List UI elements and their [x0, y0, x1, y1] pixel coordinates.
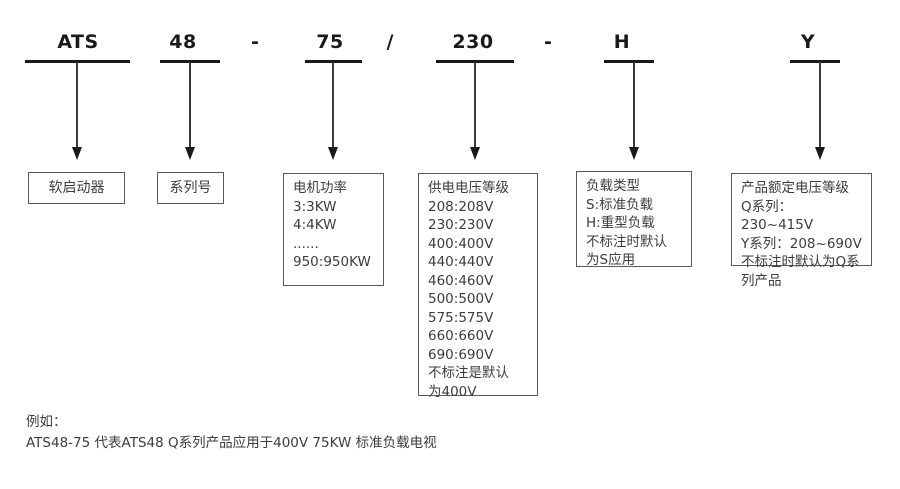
desc-series-number: 系列号 [157, 172, 224, 204]
leader-line-load-type [633, 62, 635, 149]
underline-48 [160, 60, 220, 63]
underline-ats [25, 60, 130, 63]
code-segment-230: 230 [452, 31, 494, 53]
leader-line-rated-voltage [819, 62, 821, 149]
underline-230 [436, 60, 514, 63]
desc-soft-starter: 软启动器 [28, 172, 125, 204]
separator-hyphen-1: - [251, 31, 259, 53]
code-segment-ats: ATS [57, 31, 99, 53]
code-segment-h: H [613, 31, 631, 53]
leader-line-supply-voltage [474, 62, 476, 149]
separator-hyphen-2: - [544, 31, 552, 53]
leader-line-series-number [189, 62, 191, 149]
arrow-down-icon-motor-power [327, 147, 338, 160]
underline-h [604, 60, 654, 63]
code-segment-y: Y [800, 31, 816, 53]
underline-75 [305, 60, 362, 63]
arrow-down-icon-rated-voltage [814, 147, 825, 160]
arrow-down-icon-supply-voltage [469, 147, 480, 160]
leader-line-motor-power [332, 62, 334, 149]
desc-supply-voltage: 供电电压等级 208:208V 230:230V 400:400V 440:44… [418, 173, 538, 400]
arrow-down-icon-series-number [184, 147, 195, 160]
example-note: 例如： ATS48-75 代表ATS48 Q系列产品应用于400V 75KW 标… [26, 414, 437, 451]
code-segment-75: 75 [316, 31, 344, 53]
desc-motor-power: 电机功率 3:3KW 4:4KW ...... 950:950KW [283, 173, 384, 286]
desc-rated-voltage: 产品额定电压等级 Q系列：230~415V Y系列：208~690V 不标注时默… [731, 173, 872, 289]
separator-slash: / [386, 31, 394, 53]
arrow-down-icon-load-type [628, 147, 639, 160]
desc-load-type: 负载类型 S:标准负载 H:重型负载 不标注时默认 为S应用 [576, 171, 692, 268]
underline-y [790, 60, 840, 63]
arrow-down-icon-soft-starter [71, 147, 82, 160]
code-segment-48: 48 [169, 31, 197, 53]
leader-line-soft-starter [76, 62, 78, 149]
